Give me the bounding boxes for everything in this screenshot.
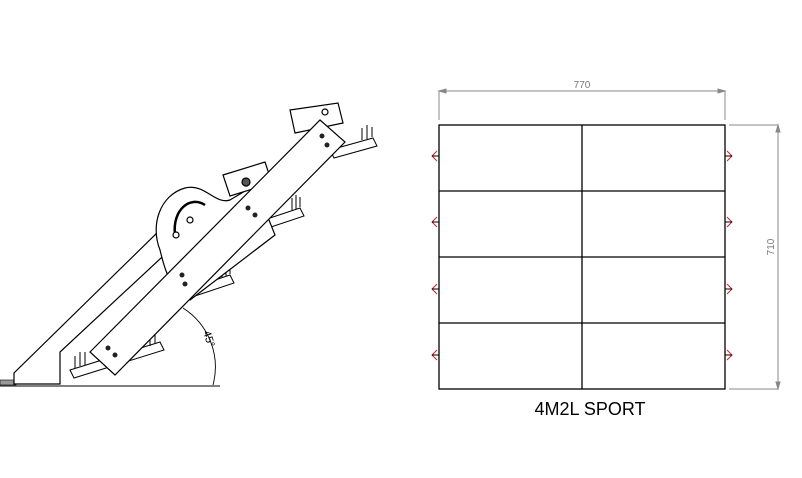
adjustment-slot [173, 200, 206, 236]
height-dimension [729, 123, 781, 391]
side-view-bracket [0, 102, 378, 387]
height-label: 710 [766, 238, 777, 255]
angle-arc [182, 307, 216, 386]
rotation-markers [431, 150, 733, 361]
screw-icon [172, 231, 180, 239]
width-label: 770 [574, 80, 591, 91]
screw-icon [186, 216, 194, 224]
junction-box [289, 102, 344, 134]
product-title: 4M2L SPORT [534, 399, 645, 419]
width-dimension [437, 88, 727, 120]
main-mounting-plate [89, 119, 346, 376]
module-grid [438, 124, 726, 390]
angle-label: 45° [200, 329, 217, 349]
front-view: 770 710 4M2L SPORT [431, 80, 781, 419]
bolts [105, 133, 330, 358]
